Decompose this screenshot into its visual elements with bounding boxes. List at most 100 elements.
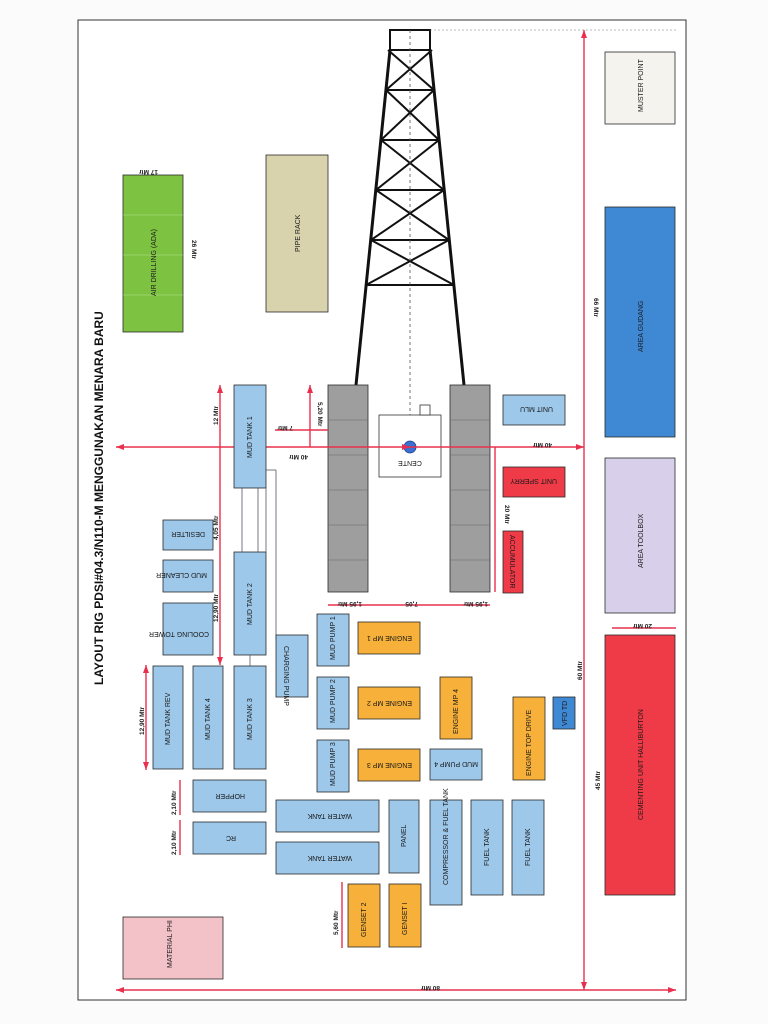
compressor-label: COMPRESSOR & FUEL TANK (443, 788, 450, 885)
fuel-tank-2-label: FUEL TANK (525, 828, 532, 866)
mud-pump-4-label: MUD PUMP 4 (434, 760, 478, 767)
muster-point-box (604, 51, 676, 125)
desilter-box (162, 519, 214, 551)
engine-top-drive-label: ENGINE TOP DRIVE (526, 710, 533, 776)
desilter-label: DESILTER (171, 530, 205, 537)
genset-2-box (347, 883, 381, 948)
panel-label: PANEL (401, 824, 408, 847)
dim-26: 26 Mtr (190, 240, 197, 260)
dim-40b: 40 Mtr (532, 441, 552, 448)
compressor-box (429, 799, 463, 906)
dim-210b: 2,10 Mtr (171, 830, 178, 855)
material-phi-label: MATERIAL PHI (167, 920, 174, 968)
dim-1290b: 12,90 Mtr (139, 706, 146, 735)
air-drilling-label: AIR DRILLING (ADA) (151, 229, 158, 296)
dimension-lines (116, 30, 676, 991)
air-drilling-box (122, 174, 184, 333)
cementing-unit-label: CEMENTING UNIT HALLIBURTON (638, 709, 645, 820)
cente-label: CENTE (398, 459, 422, 466)
muster-point-label: MUSTER POINT (638, 58, 645, 112)
dim-45: 45 Mtr (595, 770, 602, 790)
mud-pump-4-box (429, 748, 483, 781)
dim-705: 7,05 (405, 600, 418, 607)
mud-tank-3-label: MUD TANK 3 (247, 698, 254, 740)
substructure-left (327, 384, 369, 593)
pipe-rack-box (265, 154, 329, 313)
derrick (354, 29, 466, 386)
dim-7: 7 Mtr (277, 424, 293, 431)
water-tank-2-label: WATER TANK (307, 854, 352, 861)
rc-label: RC (226, 834, 236, 841)
mud-tank-4-label: MUD TANK 4 (205, 698, 212, 740)
dim-80: 80 Mtr (420, 984, 440, 991)
engine-mp-4-label: ENGINE MP 4 (453, 689, 460, 734)
dim-20b: 20 Mtr (632, 622, 652, 629)
mud-tank-rev-box (152, 665, 184, 770)
dim-20a: 20 Mtr (503, 505, 510, 525)
area-gudang-label: AREA GUDANG (638, 301, 645, 352)
mud-tank-rev-label: MUD TANK REV (165, 692, 172, 745)
mud-tank-2-label: MUD TANK 2 (247, 583, 254, 625)
mud-pump-2-box (316, 676, 350, 730)
accumulator-box (502, 530, 524, 594)
hopper-label: HOPPER (215, 792, 245, 799)
material-phi-box (122, 916, 224, 980)
mud-tank-1-box (233, 384, 267, 489)
area-toolbox-label: AREA TOOLBOX (638, 513, 645, 568)
unit-mlu-box (502, 394, 566, 426)
mud-tank-1-label: MUD TANK 1 (247, 416, 254, 458)
engine-mp-1-box (357, 621, 421, 655)
engine-mp-3-label: ENGINE MP 3 (367, 761, 412, 768)
dim-60: 60 Mtr (577, 660, 584, 680)
area-toolbox-box (604, 457, 676, 614)
mud-tank-4-box (192, 665, 224, 770)
mud-tank-2-box (233, 551, 267, 656)
fuel-tank-1-label: FUEL TANK (484, 828, 491, 866)
mud-tank-3-box (233, 665, 267, 770)
charging-pump-label: CHARGING PUMP (282, 646, 289, 706)
unit-sperry-box (502, 466, 566, 498)
water-tank-2-box (275, 841, 380, 875)
substructure-right (449, 384, 491, 593)
genset-1-box (388, 883, 422, 948)
dim-66: 66 Mtr (592, 298, 599, 318)
accumulator-label: ACCUMULATOR (508, 535, 515, 588)
charging-pump-box (275, 634, 309, 698)
dim-210a: 2,10 Mtr (171, 790, 178, 815)
drawing-frame (77, 19, 687, 1001)
mud-cleaner-label: MUD CLEANER (156, 571, 207, 578)
dim-520: 5,20 Mtr (316, 402, 323, 427)
panel-box (388, 799, 420, 874)
dim-195b: 1,95 Mtr (463, 600, 488, 607)
cementing-unit-box (604, 634, 676, 896)
pipe-rack-label: PIPE RACK (295, 214, 302, 252)
cooling-tower-label: COOLING TOWER (149, 630, 209, 637)
fuel-tank-2-box (511, 799, 545, 896)
dim-12: 12 Mtr (213, 405, 220, 425)
mud-pump-3-box (316, 739, 350, 793)
fuel-tank-1-box (470, 799, 504, 896)
vfd-td-label: VFD TD (562, 701, 569, 726)
dim-1290a: 12,90 Mtr (213, 593, 220, 622)
unit-mlu-label: UNIT MLU (520, 405, 553, 412)
mud-pump-3-label: MUD PUMP 3 (330, 742, 337, 786)
engine-top-drive-box (512, 696, 546, 781)
cooling-tower-box (162, 602, 214, 656)
engine-mp-4-box (439, 676, 473, 740)
rc-box (192, 821, 267, 855)
area-gudang-box (604, 206, 676, 438)
water-tank-1-label: WATER TANK (307, 812, 352, 819)
genset-2-label: GENSET 2 (361, 902, 368, 937)
mud-pump-2-label: MUD PUMP 2 (330, 679, 337, 723)
mud-cleaner-box (162, 559, 214, 593)
dim-17: 17 Mtr (138, 168, 158, 175)
genset-1-label: GENSET I (402, 902, 409, 935)
dim-195a: 1,95 Mtr (337, 600, 362, 607)
dim-40a: 40 Mtr (288, 453, 308, 460)
engine-mp-2-box (357, 686, 421, 720)
unit-sperry-label: UNIT SPERRY (510, 477, 557, 484)
engine-mp-3-box (357, 748, 421, 782)
mud-pump-1-label: MUD PUMP 1 (330, 616, 337, 660)
